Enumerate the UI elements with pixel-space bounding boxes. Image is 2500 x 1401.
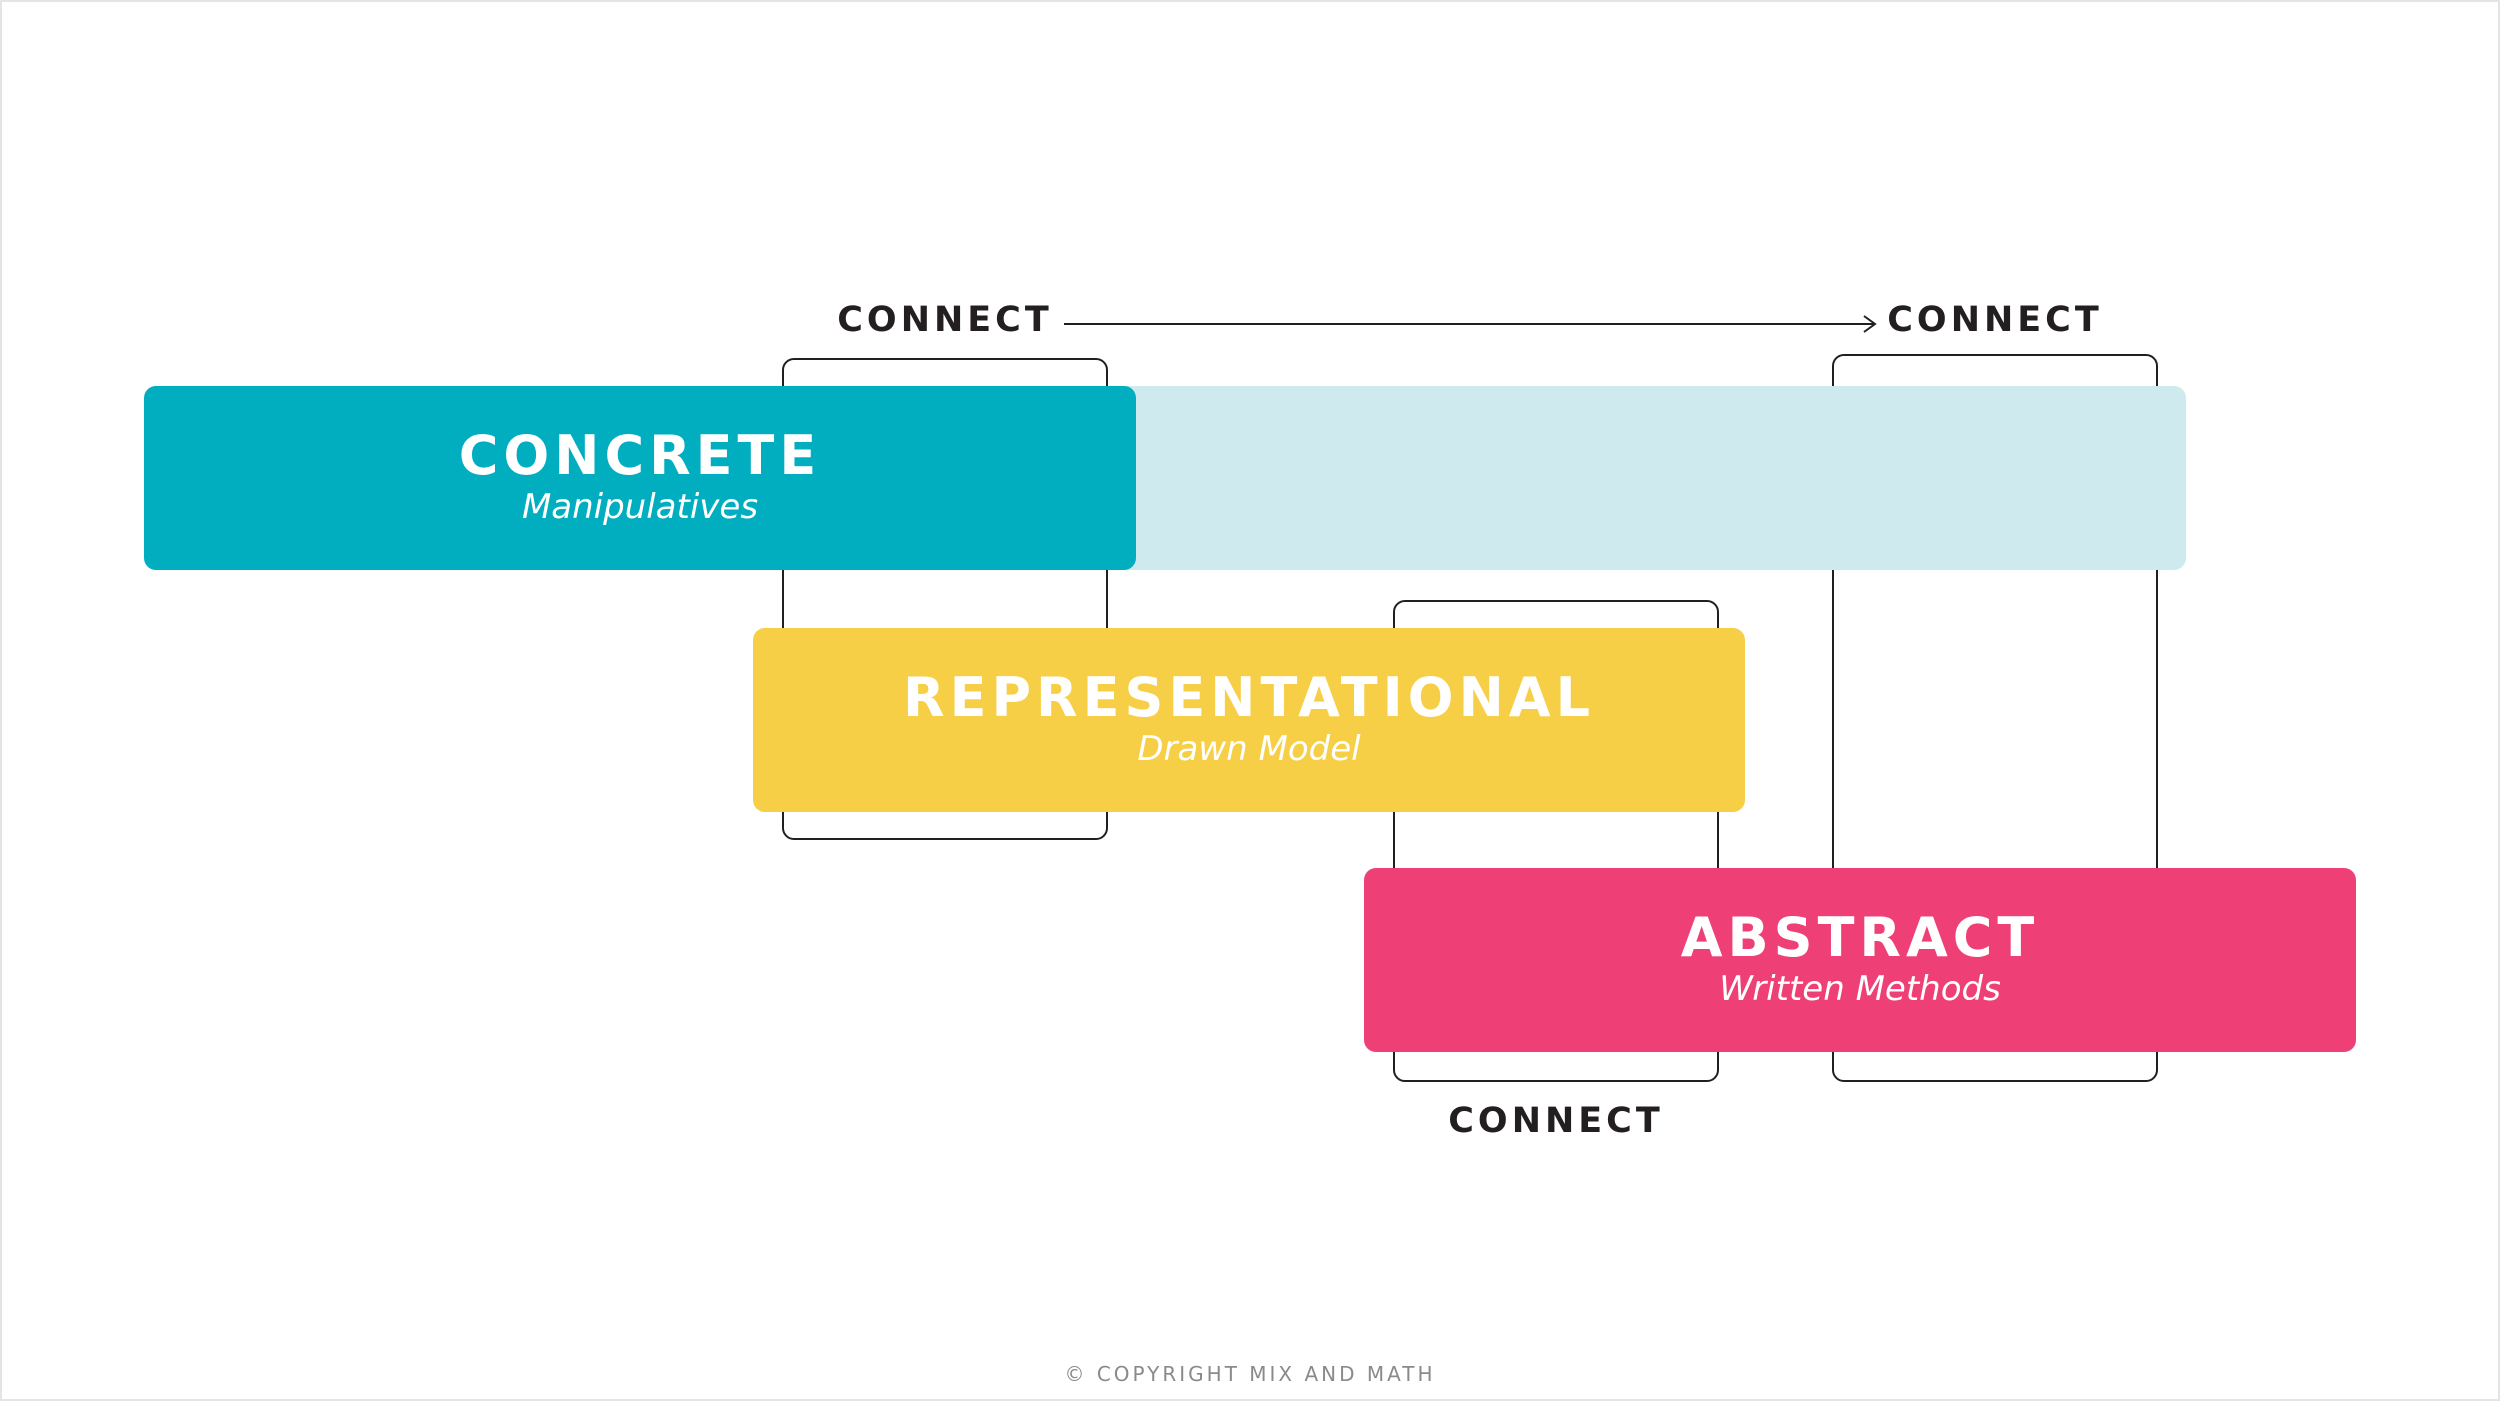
representational-subtitle: Drawn Model — [1137, 728, 1361, 769]
concrete-block: CONCRETE Manipulatives — [144, 386, 1136, 570]
representational-block: REPRESENTATIONAL Drawn Model — [753, 628, 1745, 812]
connect-label-top-left: CONNECT — [837, 300, 1053, 340]
concrete-subtitle: Manipulatives — [521, 486, 759, 527]
copyright-footer: © COPYRIGHT MIX AND MATH — [1064, 1362, 1436, 1386]
connector-outline-concrete-representational — [782, 358, 1108, 840]
abstract-block: ABSTRACT Written Methods — [1364, 868, 2356, 1052]
connector-outline-representational-abstract — [1393, 600, 1719, 1082]
connect-label-bottom: CONNECT — [1448, 1101, 1664, 1141]
connect-label-top-right: CONNECT — [1887, 300, 2103, 340]
abstract-title: ABSTRACT — [1680, 905, 2040, 969]
abstract-subtitle: Written Methods — [1719, 968, 2001, 1009]
connector-outline-concrete-abstract — [1832, 354, 2158, 1082]
concrete-extension-bar — [1100, 386, 2186, 570]
concrete-title: CONCRETE — [458, 423, 822, 487]
arrow-right-icon — [1064, 315, 1877, 333]
representational-title: REPRESENTATIONAL — [903, 665, 1595, 729]
